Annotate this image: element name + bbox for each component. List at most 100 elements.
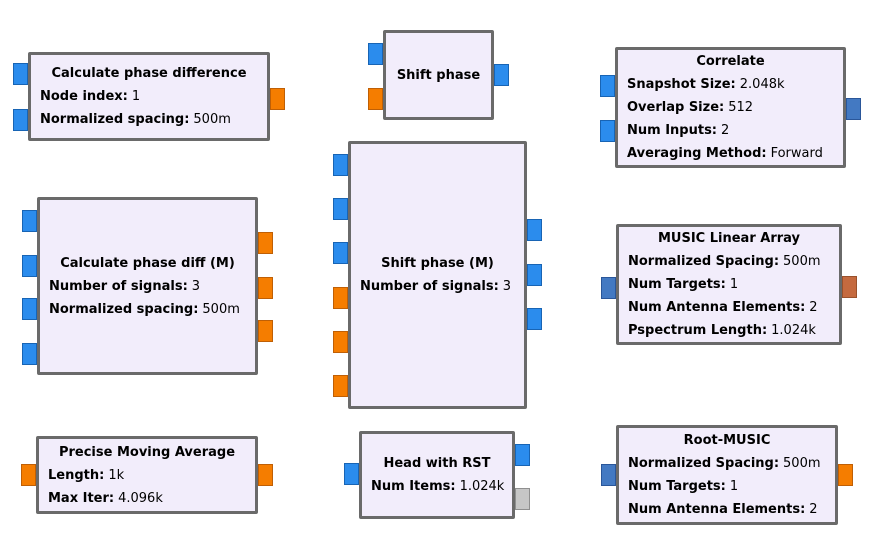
block-body: Correlate Snapshot Size:2.048k Overlap S…	[615, 47, 846, 168]
block-precise-moving-average[interactable]: Precise Moving Average Length:1k Max Ite…	[21, 436, 273, 514]
block-title: Calculate phase difference	[51, 66, 247, 81]
input-port-vector-complex[interactable]	[601, 464, 616, 486]
block-param: Normalized spacing:500m	[49, 298, 246, 321]
output-port-complex[interactable]	[515, 444, 530, 466]
block-shift-phase[interactable]: Shift phase	[368, 30, 509, 120]
param-value: 500m	[783, 456, 821, 471]
param-label: Num Items:	[371, 479, 456, 494]
param-value: 1k	[108, 467, 125, 483]
block-title: Shift phase	[396, 67, 481, 83]
output-port-float[interactable]	[258, 464, 273, 486]
param-value: 1	[729, 479, 739, 494]
param-label: Normalized Spacing:	[628, 254, 780, 269]
block-param: Normalized Spacing:500m	[628, 452, 826, 475]
block-title: Calculate phase diff (M)	[60, 255, 235, 271]
block-body: Precise Moving Average Length:1k Max Ite…	[36, 436, 258, 514]
block-music-linear-array[interactable]: MUSIC Linear Array Normalized Spacing:50…	[601, 224, 857, 345]
block-body: Shift phase	[383, 30, 494, 120]
output-port-complex[interactable]	[494, 64, 509, 86]
input-port-complex[interactable]	[368, 43, 383, 65]
input-port-complex[interactable]	[13, 63, 28, 85]
block-head-with-rst[interactable]: Head with RST Num Items:1.024k	[344, 431, 530, 519]
input-port-complex[interactable]	[344, 463, 359, 485]
param-value: 2.048k	[739, 77, 785, 92]
output-port-message[interactable]	[515, 488, 530, 510]
block-title: Shift phase (M)	[381, 256, 494, 271]
output-port-float[interactable]	[258, 277, 273, 299]
input-port-complex[interactable]	[22, 255, 37, 277]
input-port-complex[interactable]	[22, 298, 37, 320]
block-param: Length:1k	[48, 464, 246, 487]
input-port-float[interactable]	[333, 331, 348, 353]
block-body: Head with RST Num Items:1.024k	[359, 431, 515, 519]
output-port-float[interactable]	[838, 464, 853, 486]
input-port-complex[interactable]	[600, 75, 615, 97]
input-port-vector-complex[interactable]	[601, 277, 616, 299]
param-value: 512	[728, 100, 754, 115]
block-param: Node index:1	[40, 85, 258, 108]
output-port-complex[interactable]	[527, 308, 542, 330]
param-label: Num Targets:	[628, 479, 726, 494]
block-root-music[interactable]: Root-MUSIC Normalized Spacing:500m Num T…	[601, 425, 853, 525]
input-port-complex[interactable]	[22, 210, 37, 232]
block-param: Number of signals:3	[49, 275, 246, 298]
block-title: Head with RST	[383, 456, 491, 471]
input-port-complex[interactable]	[333, 154, 348, 176]
block-param: Num Targets:1	[628, 475, 826, 498]
block-param: Num Antenna Elements:2	[628, 498, 826, 521]
input-port-float[interactable]	[333, 375, 348, 397]
output-port-vector-complex[interactable]	[846, 98, 861, 120]
block-shift-phase-m[interactable]: Shift phase (M) Number of signals:3	[333, 141, 542, 409]
input-port-complex[interactable]	[13, 109, 28, 131]
block-param: Averaging Method:Forward	[627, 142, 834, 165]
param-value: 2	[809, 300, 818, 315]
param-label: Num Targets:	[628, 277, 726, 292]
output-port-float[interactable]	[258, 320, 273, 342]
input-port-float[interactable]	[368, 88, 383, 110]
param-label: Length:	[48, 467, 105, 483]
param-label: Num Inputs:	[627, 123, 718, 138]
input-port-complex[interactable]	[22, 343, 37, 365]
input-port-complex[interactable]	[333, 242, 348, 264]
block-body: Root-MUSIC Normalized Spacing:500m Num T…	[616, 425, 838, 525]
block-title: MUSIC Linear Array	[657, 231, 800, 246]
block-title: Correlate	[696, 54, 765, 69]
param-label: Max Iter:	[48, 490, 115, 506]
param-value: 1	[131, 89, 141, 104]
block-body: Calculate phase difference Node index:1 …	[28, 52, 270, 141]
output-port-vector-float[interactable]	[842, 276, 857, 298]
param-label: Num Antenna Elements:	[628, 300, 806, 315]
output-port-float[interactable]	[270, 88, 285, 110]
block-param: Overlap Size:512	[627, 96, 834, 119]
param-label: Averaging Method:	[627, 146, 767, 161]
input-port-float[interactable]	[333, 287, 348, 309]
output-port-complex[interactable]	[527, 219, 542, 241]
block-param: Normalized Spacing:500m	[628, 250, 830, 273]
param-value: 500m	[193, 112, 231, 127]
param-label: Overlap Size:	[627, 100, 725, 115]
output-port-float[interactable]	[258, 232, 273, 254]
input-port-complex[interactable]	[333, 198, 348, 220]
param-label: Number of signals:	[360, 279, 499, 294]
param-label: Normalized spacing:	[40, 112, 190, 127]
param-value: 1	[729, 277, 739, 292]
block-param: Num Items:1.024k	[371, 475, 505, 498]
param-label: Number of signals:	[49, 278, 188, 294]
param-value: 4.096k	[118, 490, 163, 506]
block-body: MUSIC Linear Array Normalized Spacing:50…	[616, 224, 842, 345]
block-calculate-phase-difference[interactable]: Calculate phase difference Node index:1 …	[13, 52, 285, 141]
block-calculate-phase-diff-m[interactable]: Calculate phase diff (M) Number of signa…	[22, 197, 273, 375]
output-port-complex[interactable]	[527, 264, 542, 286]
input-port-complex[interactable]	[600, 120, 615, 142]
param-value: Forward	[770, 146, 823, 161]
input-port-float[interactable]	[21, 464, 36, 486]
param-label: Node index:	[40, 89, 128, 104]
param-label: Snapshot Size:	[627, 77, 736, 92]
param-label: Normalized spacing:	[49, 301, 199, 317]
param-value: 1.024k	[459, 479, 505, 494]
param-value: 1.024k	[771, 323, 816, 338]
block-correlate[interactable]: Correlate Snapshot Size:2.048k Overlap S…	[600, 47, 861, 168]
block-title: Precise Moving Average	[58, 444, 236, 460]
param-label: Num Antenna Elements:	[628, 502, 806, 517]
